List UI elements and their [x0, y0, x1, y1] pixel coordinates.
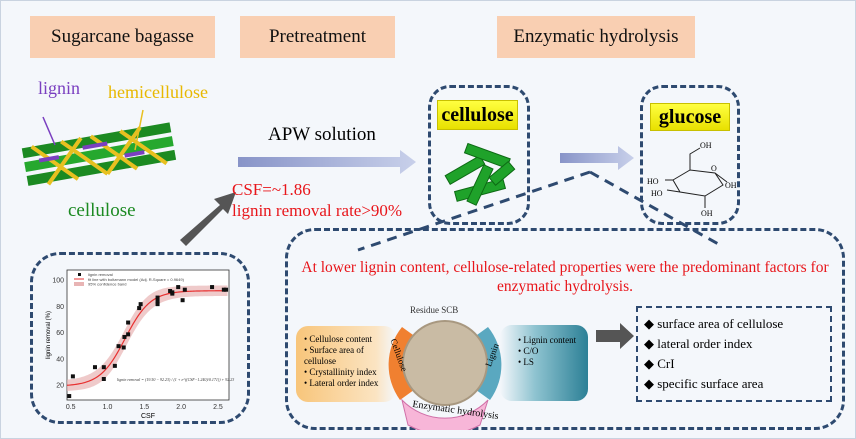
x-tick-label: 2.0 [176, 404, 186, 411]
cellulose-label: cellulose [437, 100, 518, 130]
conclusion-box [285, 228, 845, 430]
lignin-label: lignin [38, 78, 81, 98]
fit-line [66, 290, 228, 386]
list-item: Cellulose content [304, 334, 392, 345]
data-point [122, 334, 127, 339]
svg-text:HO: HO [647, 177, 659, 186]
y-tick-label: 20 [56, 383, 64, 390]
x-tick-label: 1.0 [103, 404, 113, 411]
legend-entry: 95% confidence band [88, 282, 126, 287]
data-point [138, 302, 143, 307]
list-item: Lignin content [518, 335, 588, 346]
svg-text:O: O [711, 164, 717, 173]
legend-entry: fit line with boltzmann model (Adj. R-Sq… [88, 277, 185, 282]
glucose-label: glucose [650, 103, 730, 131]
data-point [101, 365, 106, 370]
arrow-to-cellulose-icon [238, 150, 416, 174]
result-item: ◆ lateral order index [644, 336, 753, 351]
data-point [67, 394, 72, 399]
data-point [70, 374, 75, 379]
data-point [121, 345, 126, 350]
data-point [112, 363, 117, 368]
glucose-box [640, 85, 740, 225]
header-enzymatic-hydrolysis: Enzymatic hydrolysis [497, 16, 695, 58]
conclusion-text: At lower lignin content, cellulose-relat… [301, 259, 829, 295]
data-point [182, 287, 187, 292]
y-tick-label: 40 [56, 356, 64, 363]
glucose-structure-icon: OH HO HO OH OH O [647, 141, 737, 218]
data-point [168, 289, 173, 294]
fiber-illustration [21, 109, 177, 186]
y-tick-label: 80 [56, 304, 64, 311]
data-point [92, 365, 97, 370]
svg-text:HO: HO [651, 189, 663, 198]
y-tick-label: 60 [56, 330, 64, 337]
arrow-from-chart-icon [180, 192, 236, 246]
data-point [155, 295, 160, 300]
list-item: Lateral order index [304, 378, 392, 389]
legend-entry: lignin removal [88, 272, 113, 277]
svg-text:OH: OH [701, 209, 713, 218]
residue-wheel [388, 320, 502, 430]
data-point [155, 302, 160, 307]
legend-marker [78, 273, 81, 276]
cellulose-crystals-icon [444, 142, 516, 206]
svg-text:OH: OH [725, 181, 737, 190]
confidence-band [67, 285, 228, 391]
cellulose-box [428, 85, 530, 225]
list-item: Crystallinity index [304, 367, 392, 378]
data-point [116, 344, 121, 349]
lignin-removal-rate: lignin removal rate>90% [232, 201, 403, 220]
arrow-to-results-icon [596, 323, 634, 349]
header-sugarcane-bagasse: Sugarcane bagasse [30, 16, 215, 58]
data-point [126, 320, 131, 325]
csf-value: CSF=~1.86 [232, 180, 311, 199]
x-tick-label: 2.5 [213, 404, 223, 411]
data-point [221, 287, 226, 292]
fit-equation: lignin removal = (19.50 − 92.23) / (1 + … [117, 377, 234, 382]
data-point [155, 299, 160, 304]
list-item: C/O [518, 346, 588, 357]
cellulose-factors-panel: Cellulose contentSurface area of cellulo… [296, 326, 396, 402]
data-point [224, 287, 229, 292]
chart-box [30, 252, 250, 424]
hemicellulose-label: hemicellulose [108, 82, 208, 102]
list-item: LS [518, 357, 588, 368]
data-point [210, 285, 215, 290]
result-item: ◆ surface area of cellulose [644, 316, 784, 331]
list-item: Surface area of cellulose [304, 345, 392, 367]
data-point [176, 285, 181, 290]
residue-scb-image [403, 321, 487, 405]
result-item: ◆ specific surface area [644, 376, 764, 391]
apw-solution-label: APW solution [268, 124, 376, 145]
svg-text:OH: OH [700, 141, 712, 150]
residue-scb-label: Residue SCB [410, 305, 459, 315]
data-point [180, 298, 185, 303]
x-axis-label: CSF [141, 413, 155, 420]
legend-band [74, 282, 84, 286]
x-tick-label: 0.5 [66, 404, 76, 411]
data-point [101, 376, 106, 381]
cellulose-fiber-label: cellulose [68, 200, 136, 221]
lignin-factors-panel: Lignin contentC/OLS [500, 325, 588, 401]
result-item: ◆ CrI [644, 356, 675, 371]
data-point [137, 306, 142, 311]
y-tick-label: 100 [52, 278, 64, 285]
header-pretreatment: Pretreatment [240, 16, 395, 58]
y-axis-label: lignin removal (%) [46, 311, 52, 359]
results-box: ◆ surface area of cellulose ◆ lateral or… [636, 306, 832, 402]
arrow-to-glucose-icon [560, 146, 634, 170]
data-point [126, 332, 131, 337]
data-point [170, 290, 175, 295]
x-tick-label: 1.5 [139, 404, 149, 411]
